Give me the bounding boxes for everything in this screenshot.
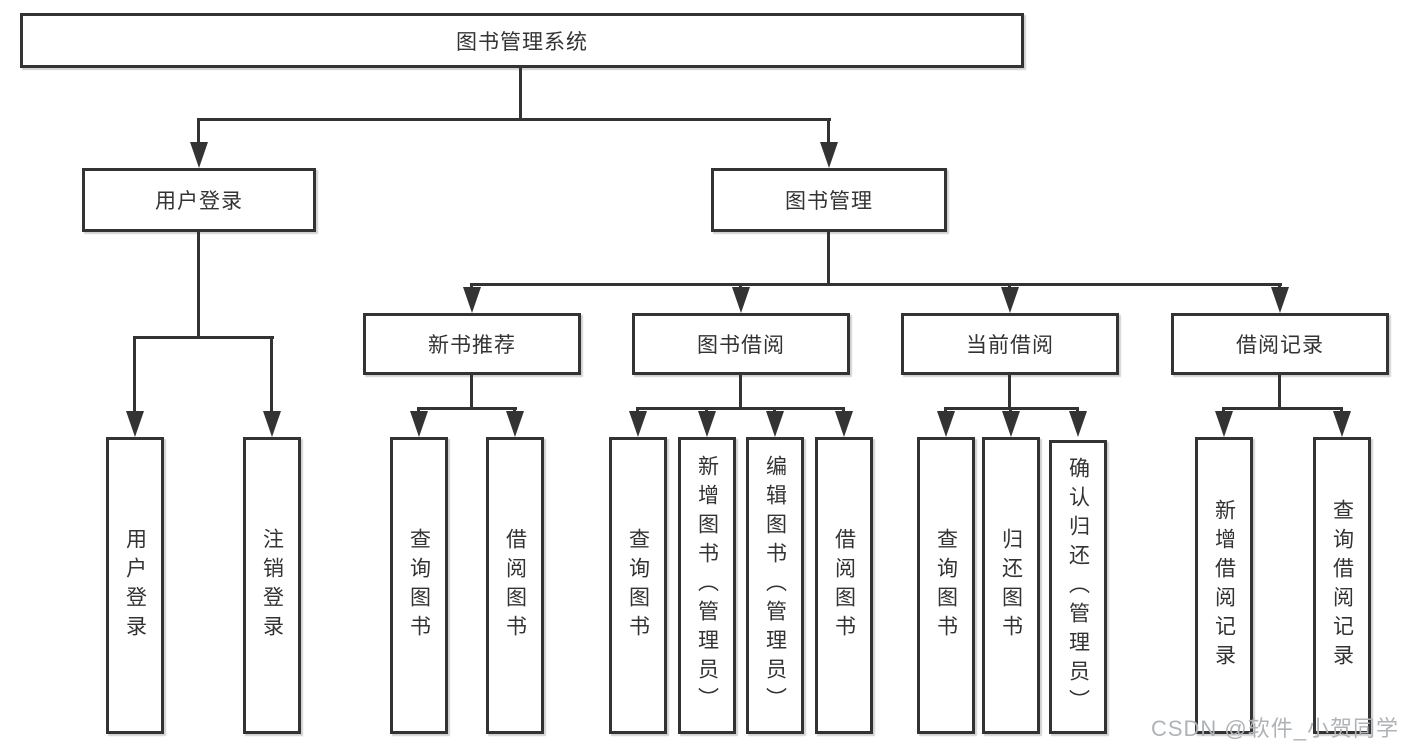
- connector-current-leaf2-stem: [1009, 407, 1012, 413]
- node-borrow-record-label: 借阅记录: [1236, 334, 1324, 357]
- leaf-current-return: 归还图书: [982, 437, 1040, 734]
- arrow-newbook-leaf2: [506, 411, 524, 437]
- connector-record-leaf1-stem: [1222, 407, 1225, 413]
- connector-current-down: [1008, 375, 1011, 407]
- node-user-login-label: 用户登录: [155, 190, 243, 213]
- connector-record-stem: [1278, 283, 1281, 289]
- arrow-to-leaf-user-login: [126, 411, 144, 437]
- leaf-borrow-borrow: 借阅图书: [815, 437, 873, 734]
- leaf-borrow-query-label: 查询图书: [626, 527, 650, 644]
- leaf-newbook-borrow: 借阅图书: [486, 437, 544, 734]
- arrow-to-bookborrow: [732, 287, 750, 313]
- leaf-borrow-query: 查询图书: [609, 437, 667, 734]
- node-user-login: 用户登录: [82, 168, 316, 232]
- connector-root-stem: [519, 68, 522, 119]
- node-newbook-recommend-label: 新书推荐: [428, 334, 516, 357]
- arrow-current-leaf3: [1069, 411, 1087, 437]
- leaf-borrow-add-admin-label: 新增图书（管理员）: [695, 455, 719, 716]
- connector-login-stem: [197, 118, 200, 144]
- arrow-to-user-login: [190, 142, 208, 168]
- connector-newbook-leaf2-stem: [513, 407, 516, 413]
- node-current-borrow: 当前借阅: [901, 313, 1119, 375]
- arrow-to-record: [1271, 287, 1289, 313]
- connector-mgmt-hline: [471, 283, 1282, 286]
- leaf-logout-label: 注销登录: [260, 527, 284, 644]
- connector-record-hline: [1223, 407, 1343, 410]
- leaf-record-query-label: 查询借阅记录: [1330, 498, 1354, 673]
- node-book-borrow: 图书借阅: [632, 313, 850, 375]
- leaf-newbook-query: 查询图书: [390, 437, 448, 734]
- connector-current-stem: [1008, 283, 1011, 289]
- leaf-borrow-add-admin: 新增图书（管理员）: [678, 437, 736, 734]
- node-newbook-recommend: 新书推荐: [363, 313, 581, 375]
- arrow-to-leaf-logout: [263, 411, 281, 437]
- arrow-current-leaf2: [1002, 411, 1020, 437]
- connector-newbook-stem: [470, 283, 473, 289]
- connector-mgmt-down: [827, 232, 830, 283]
- arrow-bookborrow-leaf3: [766, 411, 784, 437]
- connector-bookborrow-leaf4-stem: [842, 407, 845, 413]
- leaf-user-login: 用户登录: [106, 437, 164, 734]
- leaf-record-add: 新增借阅记录: [1195, 437, 1253, 734]
- node-book-management-label: 图书管理: [785, 190, 873, 213]
- node-current-borrow-label: 当前借阅: [966, 334, 1054, 357]
- leaf-current-query: 查询图书: [917, 437, 975, 734]
- leaf-newbook-query-label: 查询图书: [407, 527, 431, 644]
- connector-current-leaf1-stem: [944, 407, 947, 413]
- leaf-borrow-borrow-label: 借阅图书: [832, 527, 856, 644]
- connector-bookborrow-stem: [739, 283, 742, 289]
- connector-bookborrow-leaf3-stem: [773, 407, 776, 413]
- connector-login-hline: [134, 336, 274, 339]
- leaf-current-query-label: 查询图书: [934, 527, 958, 644]
- connector-mgmt-stem: [827, 118, 830, 144]
- leaf-logout: 注销登录: [243, 437, 301, 734]
- leaf-current-return-label: 归还图书: [999, 527, 1023, 644]
- node-book-borrow-label: 图书借阅: [697, 334, 785, 357]
- connector-leaf-userlogin-stem: [133, 336, 136, 413]
- connector-bookborrow-down: [739, 375, 742, 407]
- arrow-record-leaf2: [1333, 411, 1351, 437]
- node-book-management: 图书管理: [711, 168, 947, 232]
- leaf-borrow-edit-admin-label: 编辑图书（管理员）: [763, 455, 787, 716]
- leaf-record-query: 查询借阅记录: [1313, 437, 1371, 734]
- leaf-record-add-label: 新增借阅记录: [1212, 498, 1236, 673]
- arrow-bookborrow-leaf4: [835, 411, 853, 437]
- node-root: 图书管理系统: [20, 13, 1024, 68]
- arrow-current-leaf1: [937, 411, 955, 437]
- leaf-user-login-label: 用户登录: [123, 527, 147, 644]
- watermark-text: CSDN @软件_小贺同学: [1150, 716, 1399, 741]
- connector-newbook-hline: [418, 407, 517, 410]
- leaf-newbook-borrow-label: 借阅图书: [503, 527, 527, 644]
- leaf-current-confirm-admin: 确认归还（管理员）: [1049, 440, 1107, 734]
- arrow-to-newbook: [463, 287, 481, 313]
- connector-current-leaf3-stem: [1076, 407, 1079, 413]
- connector-current-hline: [945, 407, 1079, 410]
- arrow-record-leaf1: [1215, 411, 1233, 437]
- arrow-to-current: [1001, 287, 1019, 313]
- connector-bookborrow-leaf2-stem: [705, 407, 708, 413]
- connector-bookborrow-hline: [637, 407, 845, 410]
- node-root-label: 图书管理系统: [456, 30, 588, 54]
- connector-bookborrow-leaf1-stem: [636, 407, 639, 413]
- arrow-to-book-management: [820, 142, 838, 168]
- connector-record-down: [1278, 375, 1281, 408]
- connector-newbook-down: [470, 375, 473, 407]
- arrow-newbook-leaf1: [410, 411, 428, 437]
- leaf-current-confirm-admin-label: 确认归还（管理员）: [1066, 456, 1090, 718]
- arrow-bookborrow-leaf2: [698, 411, 716, 437]
- leaf-borrow-edit-admin: 编辑图书（管理员）: [746, 437, 804, 734]
- connector-newbook-leaf1-stem: [417, 407, 420, 413]
- arrow-bookborrow-leaf1: [629, 411, 647, 437]
- node-borrow-record: 借阅记录: [1171, 313, 1389, 375]
- connector-record-leaf2-stem: [1340, 407, 1343, 413]
- connector-leaf-logout-stem: [270, 336, 273, 413]
- connector-root-hline: [197, 118, 831, 121]
- connector-login-down: [197, 232, 200, 336]
